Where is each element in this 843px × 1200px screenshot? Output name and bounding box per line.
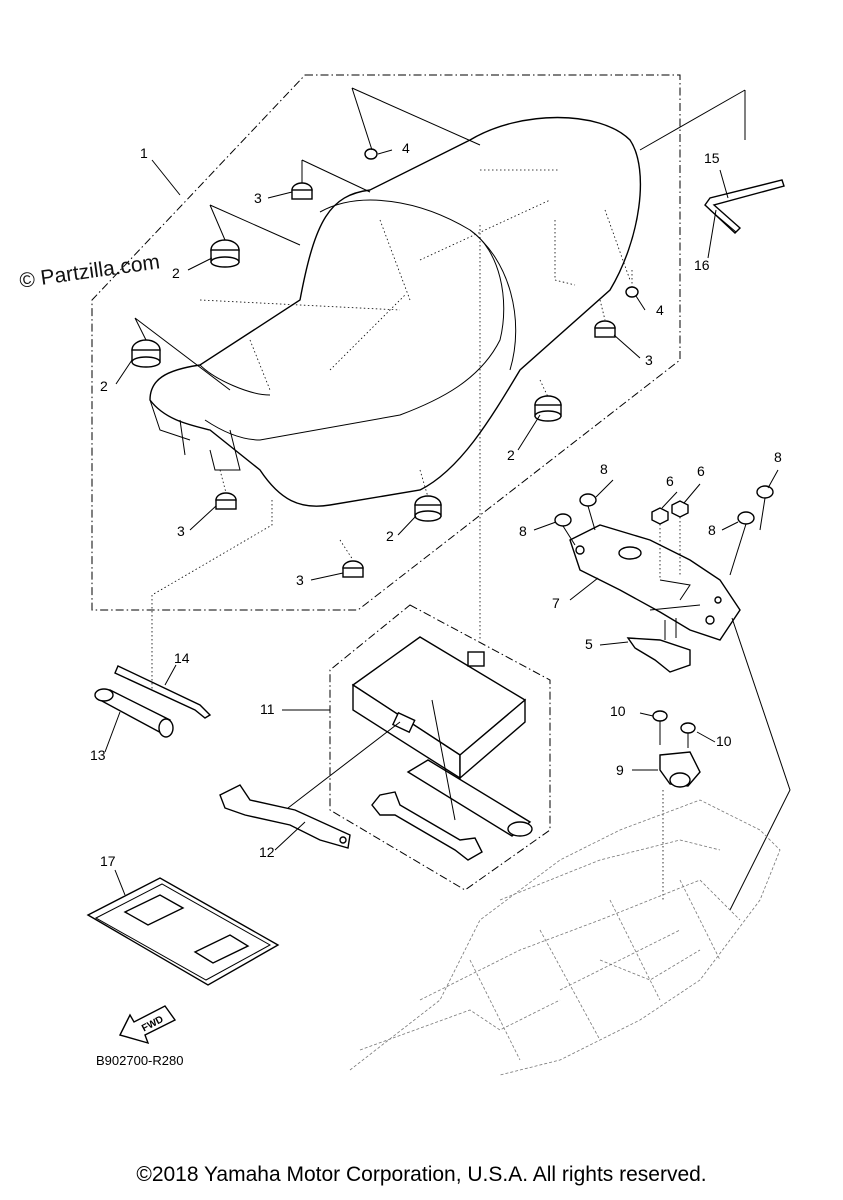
tool-bag <box>351 636 527 780</box>
seat-lock-bracket <box>569 524 741 641</box>
bolt-10a <box>652 710 668 745</box>
damper-2d <box>414 495 442 522</box>
callout-13: 13 <box>90 747 106 763</box>
damper-3d <box>342 560 364 578</box>
callout-12: 12 <box>259 844 275 860</box>
cable-clamp <box>659 751 701 788</box>
spanner-wrench <box>219 784 351 849</box>
callout-8: 8 <box>600 461 608 477</box>
nut-6b <box>671 500 689 518</box>
callout-4: 4 <box>402 140 410 156</box>
callout-14: 14 <box>174 650 190 666</box>
callout-8: 8 <box>519 523 527 539</box>
callout-3: 3 <box>254 190 262 206</box>
callout-2: 2 <box>100 378 108 394</box>
callout-4: 4 <box>656 302 664 318</box>
callout-10: 10 <box>610 703 626 719</box>
bolt-8d <box>729 511 755 576</box>
hex-wrench <box>704 179 785 234</box>
toolkit-boundary <box>329 604 551 891</box>
callout-7: 7 <box>552 595 560 611</box>
seat-assembly-boundary <box>91 74 681 611</box>
callout-2: 2 <box>172 265 180 281</box>
damper-2a <box>210 239 240 268</box>
nut-6a <box>651 507 669 525</box>
bolt-8c <box>756 485 774 531</box>
callout-2: 2 <box>507 447 515 463</box>
damper-4b <box>625 286 639 298</box>
callout-3: 3 <box>177 523 185 539</box>
damper-2b <box>131 339 161 368</box>
callout-3: 3 <box>296 572 304 588</box>
callout-15: 15 <box>704 150 720 166</box>
bolt-8b <box>554 513 576 546</box>
callout-8: 8 <box>708 522 716 538</box>
callout-6: 6 <box>666 473 674 489</box>
callout-6: 6 <box>697 463 705 479</box>
bolt-8a <box>579 493 597 531</box>
callout-2: 2 <box>386 528 394 544</box>
frame <box>349 799 781 1076</box>
callout-10: 10 <box>716 733 732 749</box>
screwdriver <box>114 665 212 719</box>
damper-3c <box>215 492 237 510</box>
callout-3: 3 <box>645 352 653 368</box>
callout-9: 9 <box>616 762 624 778</box>
owners-manual <box>86 877 280 986</box>
open-end-wrench <box>371 791 483 861</box>
callout-17: 17 <box>100 853 116 869</box>
damper-3b <box>594 320 616 338</box>
extension-tube <box>406 759 533 837</box>
forward-arrow <box>118 1005 177 1045</box>
callout-11: 11 <box>260 701 275 717</box>
copyright-notice: ©2018 Yamaha Motor Corporation, U.S.A. A… <box>136 1163 707 1186</box>
callout-16: 16 <box>694 257 710 273</box>
damper-4a <box>364 148 378 160</box>
bolt-10b <box>680 722 696 748</box>
damper-3a <box>291 182 313 200</box>
screwdriver-handle <box>94 688 174 738</box>
callout-8: 8 <box>774 449 782 465</box>
callout-1: 1 <box>140 145 148 161</box>
seat-lock <box>626 618 691 673</box>
callout-5: 5 <box>585 636 593 652</box>
seat <box>149 116 642 507</box>
damper-2c <box>534 395 562 422</box>
diagram-code: B902700-R280 <box>96 1053 184 1068</box>
